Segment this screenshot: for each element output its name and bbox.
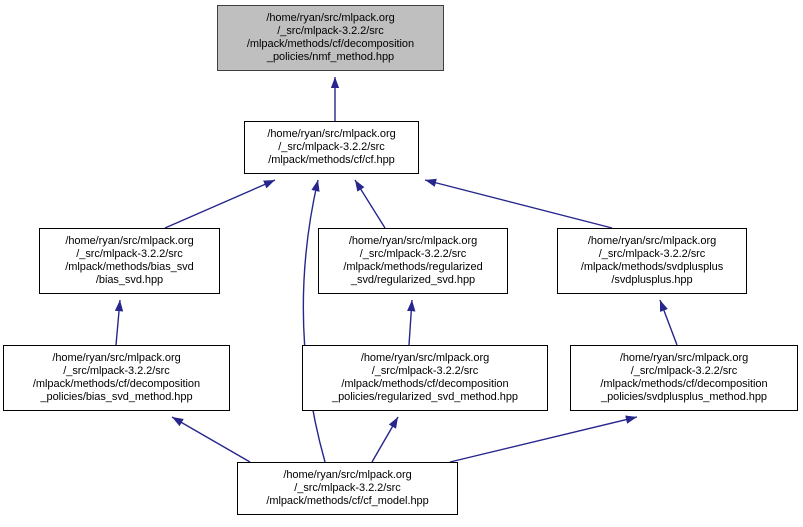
- graph-edge-regularized_svd-to-cf: [354, 179, 386, 229]
- graph-node-bias_svd[interactable]: /home/ryan/src/mlpack.org /_src/mlpack-3…: [39, 228, 220, 294]
- graph-node-label: /home/ryan/src/mlpack.org /_src/mlpack-3…: [600, 351, 768, 404]
- graph-edge-svdplusplus-to-cf: [424, 178, 613, 229]
- graph-edge-bias_svd_method-to-bias_svd: [114, 299, 124, 346]
- graph-edge-cf_model-to-bias_svd_method: [171, 416, 251, 463]
- graph-node-label: /home/ryan/src/mlpack.org /_src/mlpack-3…: [580, 234, 724, 287]
- graph-edge-bias_svd-to-cf: [164, 179, 276, 229]
- graph-node-svdplusplus[interactable]: /home/ryan/src/mlpack.org /_src/mlpack-3…: [557, 228, 747, 294]
- graph-node-nmf_method: /home/ryan/src/mlpack.org /_src/mlpack-3…: [217, 5, 444, 71]
- graph-node-label: /home/ryan/src/mlpack.org /_src/mlpack-3…: [32, 351, 201, 404]
- graph-node-label: /home/ryan/src/mlpack.org /_src/mlpack-3…: [246, 11, 415, 64]
- graph-node-regularized_svd_method[interactable]: /home/ryan/src/mlpack.org /_src/mlpack-3…: [302, 345, 548, 411]
- graph-node-label: /home/ryan/src/mlpack.org /_src/mlpack-3…: [332, 351, 518, 404]
- graph-edge-regularized_svd_method-to-regularized_svd: [407, 299, 416, 346]
- graph-edge-cf_model-to-regularized_svd_method: [371, 416, 399, 463]
- graph-node-svdplusplus_method[interactable]: /home/ryan/src/mlpack.org /_src/mlpack-3…: [570, 345, 798, 411]
- graph-node-label: /home/ryan/src/mlpack.org /_src/mlpack-3…: [65, 234, 194, 287]
- graph-node-bias_svd_method[interactable]: /home/ryan/src/mlpack.org /_src/mlpack-3…: [3, 345, 230, 411]
- graph-edge-cf_model-to-cf: [302, 179, 326, 463]
- graph-node-label: /home/ryan/src/mlpack.org /_src/mlpack-3…: [267, 127, 396, 167]
- graph-node-label: /home/ryan/src/mlpack.org /_src/mlpack-3…: [343, 234, 483, 287]
- graph-node-regularized_svd[interactable]: /home/ryan/src/mlpack.org /_src/mlpack-3…: [318, 228, 508, 294]
- graph-node-label: /home/ryan/src/mlpack.org /_src/mlpack-3…: [266, 468, 429, 508]
- graph-node-cf[interactable]: /home/ryan/src/mlpack.org /_src/mlpack-3…: [244, 121, 419, 174]
- graph-edge-cf_model-to-svdplusplus_method: [449, 415, 638, 463]
- graph-node-cf_model[interactable]: /home/ryan/src/mlpack.org /_src/mlpack-3…: [237, 462, 458, 515]
- graph-edge-svdplusplus_method-to-svdplusplus: [659, 299, 678, 346]
